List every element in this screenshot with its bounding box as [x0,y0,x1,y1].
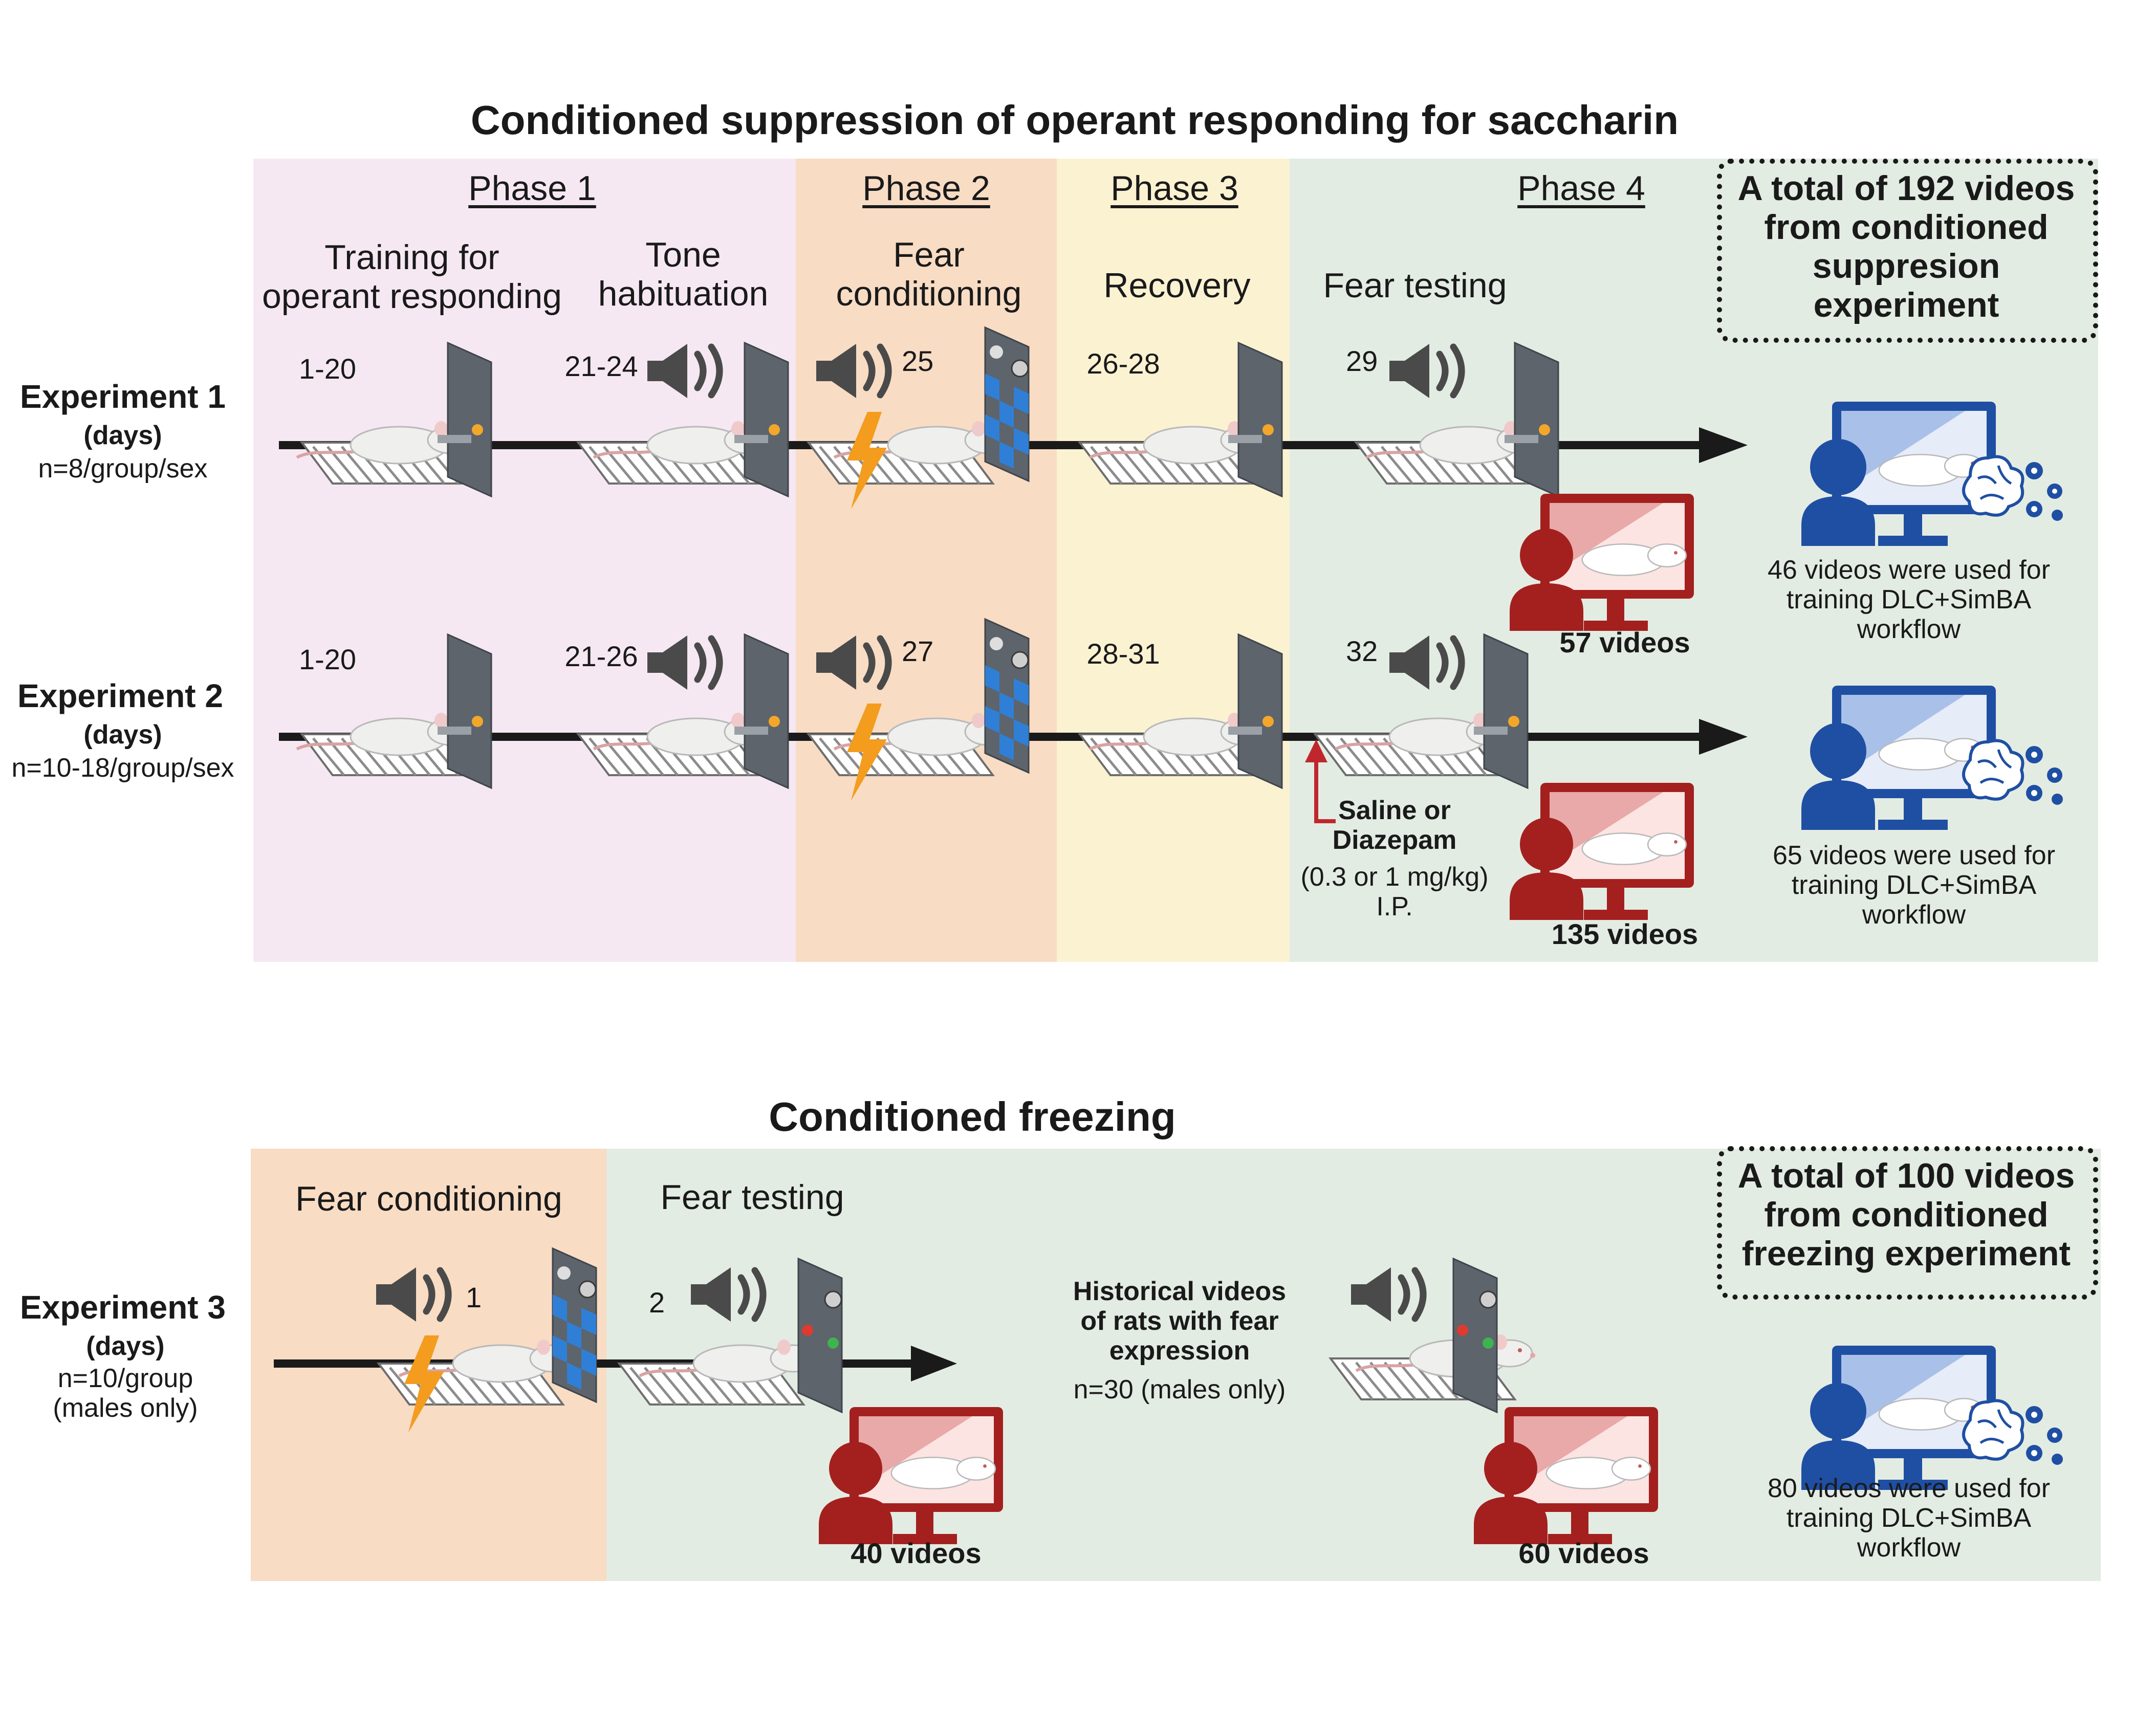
exp3-videos: 40 videos [851,1537,982,1569]
exp2-n: n=10-18/group/sex [11,753,234,783]
stage-recovery: Recovery [1103,266,1251,305]
phase-1-label: Phase 1 [468,169,596,208]
exp3-unit: (days) [86,1331,165,1361]
exp1-name: Experiment 1 [20,378,226,415]
panel-a-title: Conditioned suppression of operant respo… [470,97,1679,143]
exp1-unit: (days) [83,421,162,450]
panel-b-title: Conditioned freezing [769,1094,1176,1139]
exp2-day-4: 28-31 [1086,638,1160,670]
exp1-day-3: 25 [902,345,934,377]
phase3-background [1057,159,1290,962]
exp2-videos: 135 videos [1551,918,1698,950]
exp1-day-2: 21-24 [564,350,638,382]
stage-fear-conditioning: Fear conditioning [836,235,1022,314]
historical-n: n=30 (males only) [1073,1375,1286,1404]
historical-videos: 60 videos [1518,1537,1649,1569]
exp3-name: Experiment 3 [20,1289,226,1326]
phase-4-label: Phase 4 [1517,169,1645,208]
panel-a-total-text: A total of 192 videos from conditioned s… [1737,169,2075,325]
exp1-videos: 57 videos [1559,626,1690,659]
exp1-n: n=8/group/sex [38,454,208,484]
exp2-day-5: 32 [1346,635,1378,667]
exp3-day-2: 2 [649,1286,665,1319]
panel-a-total-box [1717,159,2098,343]
phase1-background [253,159,796,962]
exp2-day-3: 27 [902,635,934,667]
exp2-training-note: 65 videos were used for training DLC+Sim… [1772,841,2056,930]
exp2-day-2: 21-26 [564,640,638,672]
injection-label: Saline or Diazepam [1332,796,1457,855]
exp2-unit: (days) [83,720,162,750]
exp1-day-1: 1-20 [298,353,357,385]
exp1-training-note: 46 videos were used for training DLC+Sim… [1767,555,2051,645]
panel-b-total-box [1717,1146,2098,1300]
stage-fear-testing: Fear testing [1323,266,1507,305]
exp3-day-1: 1 [466,1281,482,1313]
injection-arrow [1305,739,1336,823]
exp1-day-4: 26-28 [1086,347,1160,380]
exp1-day-5: 29 [1346,345,1378,377]
panel-b-stage-fear-conditioning: Fear conditioning [295,1179,562,1218]
stage-tone-habituation: Tone habituation [598,235,769,314]
panel-b-stage-fear-testing: Fear testing [660,1178,844,1217]
phase2-background [796,159,1057,962]
stage-training: Training for operant responding [262,238,562,316]
exp3-n: n=10/group (males only) [53,1364,198,1423]
injection-dose: (0.3 or 1 mg/kg) I.P. [1300,862,1489,922]
phase-3-label: Phase 3 [1110,169,1238,208]
phase-2-label: Phase 2 [862,169,990,208]
historical-label: Historical videos of rats with fear expr… [1073,1277,1287,1366]
exp2-name: Experiment 2 [17,677,223,714]
panel-b-total-text: A total of 100 videos from conditioned f… [1737,1156,2075,1274]
exp2-day-1: 1-20 [298,643,357,675]
exp3-training-note: 80 videos were used for training DLC+Sim… [1767,1474,2051,1563]
